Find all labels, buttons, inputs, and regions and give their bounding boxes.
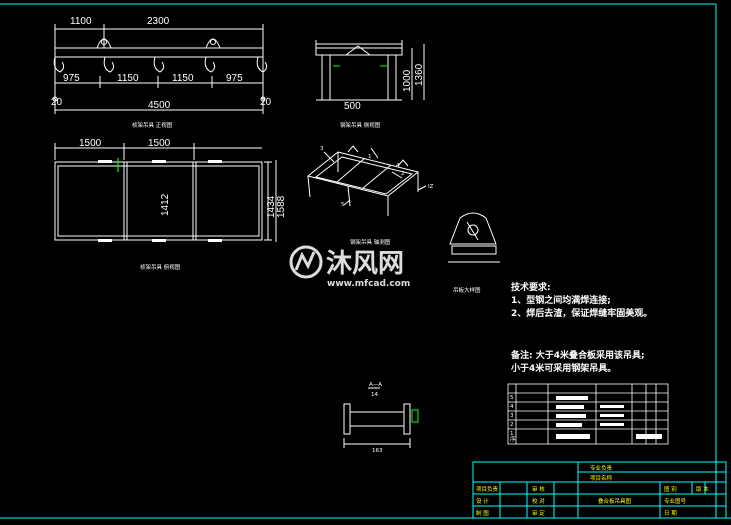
parts-row-header: 序 bbox=[510, 435, 516, 443]
parts-row-2: 2 bbox=[510, 422, 514, 428]
lug-detail-caption: 吊板大样图 bbox=[453, 286, 481, 294]
front-view bbox=[52, 24, 268, 114]
tb-version: 版 本 bbox=[696, 485, 709, 493]
parts-row-3: 3 bbox=[510, 413, 514, 419]
front-dim-975-right: 975 bbox=[226, 73, 243, 84]
tb-stage: 图 别 bbox=[664, 485, 677, 493]
front-dim-20-left: 20 bbox=[51, 97, 63, 108]
iso-view bbox=[306, 145, 427, 216]
side-dim-500: 500 bbox=[344, 101, 361, 112]
top-dim-1588: 1588 bbox=[276, 195, 287, 218]
tb-project-unit: 项目负责 bbox=[476, 485, 499, 493]
section-weld-mark bbox=[411, 409, 419, 423]
top-view bbox=[54, 143, 277, 242]
front-dim-20-right: 20 bbox=[260, 97, 272, 108]
iso-view-caption: 钢架吊具 轴测图 bbox=[350, 238, 391, 246]
tb-check: 审 核 bbox=[532, 485, 545, 493]
tech-notes-title: 技术要求: bbox=[511, 281, 551, 293]
iso-part-2: 2 bbox=[401, 171, 405, 177]
remark-line-1: 备注: 大于4米叠合板采用该吊具; bbox=[510, 349, 645, 361]
iso-part-1: 1 bbox=[368, 154, 372, 160]
tb-drawing: 制 图 bbox=[476, 509, 489, 517]
tb-project-name: 项目名称 bbox=[590, 474, 613, 482]
side-view-caption: 钢架吊具 侧视图 bbox=[340, 121, 381, 129]
watermark-url: www.mfcad.com bbox=[327, 279, 410, 289]
watermark-logo-icon bbox=[289, 245, 323, 279]
parts-row-4: 4 bbox=[510, 404, 514, 410]
front-view-caption: 桢架吊具 正视图 bbox=[132, 121, 173, 129]
tech-note-1: 1、型钢之间均满焊连接; bbox=[511, 294, 611, 306]
front-dim-975-left: 975 bbox=[63, 73, 80, 84]
iso-part-4: 4 bbox=[396, 163, 400, 169]
iso-part-3: 3 bbox=[320, 146, 324, 152]
side-dim-1000: 1000 bbox=[402, 69, 413, 92]
tech-note-2: 2、焊后去渣，保证焊缝牢固美观。 bbox=[511, 307, 652, 319]
section-view bbox=[343, 387, 411, 448]
tb-drawing-title: 叠合板吊具图 bbox=[598, 497, 632, 505]
tb-professional: 专业负责 bbox=[590, 464, 613, 472]
tb-approve: 审 定 bbox=[532, 509, 545, 517]
side-dim-1360: 1360 bbox=[414, 63, 425, 86]
parts-table-fills bbox=[556, 396, 662, 439]
lug-detail bbox=[448, 212, 500, 263]
front-dim-1100: 1100 bbox=[70, 16, 92, 27]
front-dim-1150-left: 1150 bbox=[117, 73, 139, 84]
watermark: 沐风网 www.mfcad.com bbox=[289, 245, 410, 289]
top-dim-1500-left: 1500 bbox=[79, 138, 102, 149]
top-view-lugs bbox=[98, 160, 222, 242]
section-label: A—A bbox=[369, 382, 382, 388]
remark-line-2: 小于4米可采用钢架吊具。 bbox=[510, 362, 616, 374]
title-block bbox=[472, 461, 727, 519]
watermark-brand: 沐风网 bbox=[326, 249, 404, 279]
tb-proofread: 校 对 bbox=[532, 497, 545, 505]
parts-table bbox=[507, 383, 669, 445]
top-dim-1500-right: 1500 bbox=[148, 138, 171, 149]
front-dim-1150-right: 1150 bbox=[172, 73, 194, 84]
top-view-caption: 桢架吊具 俯视图 bbox=[140, 263, 181, 271]
top-dim-1434: 1434 bbox=[266, 195, 277, 218]
tb-design: 设 计 bbox=[476, 497, 489, 505]
iso-part-5: 5 bbox=[341, 202, 345, 208]
side-view bbox=[315, 40, 425, 101]
parts-row-5: 5 bbox=[510, 395, 514, 401]
tb-date: 日 期 bbox=[664, 510, 677, 517]
front-dim-4500: 4500 bbox=[148, 100, 171, 111]
tb-drawing-no: 专业图号 bbox=[664, 497, 687, 505]
section-dim-163: 163 bbox=[372, 448, 383, 454]
section-sub-label: 14 bbox=[371, 392, 378, 398]
front-dim-2300: 2300 bbox=[147, 16, 170, 27]
parts-row-1: 1 bbox=[510, 431, 514, 437]
top-dim-1412: 1412 bbox=[160, 193, 171, 216]
iso-note-iz: IZ bbox=[428, 184, 434, 190]
